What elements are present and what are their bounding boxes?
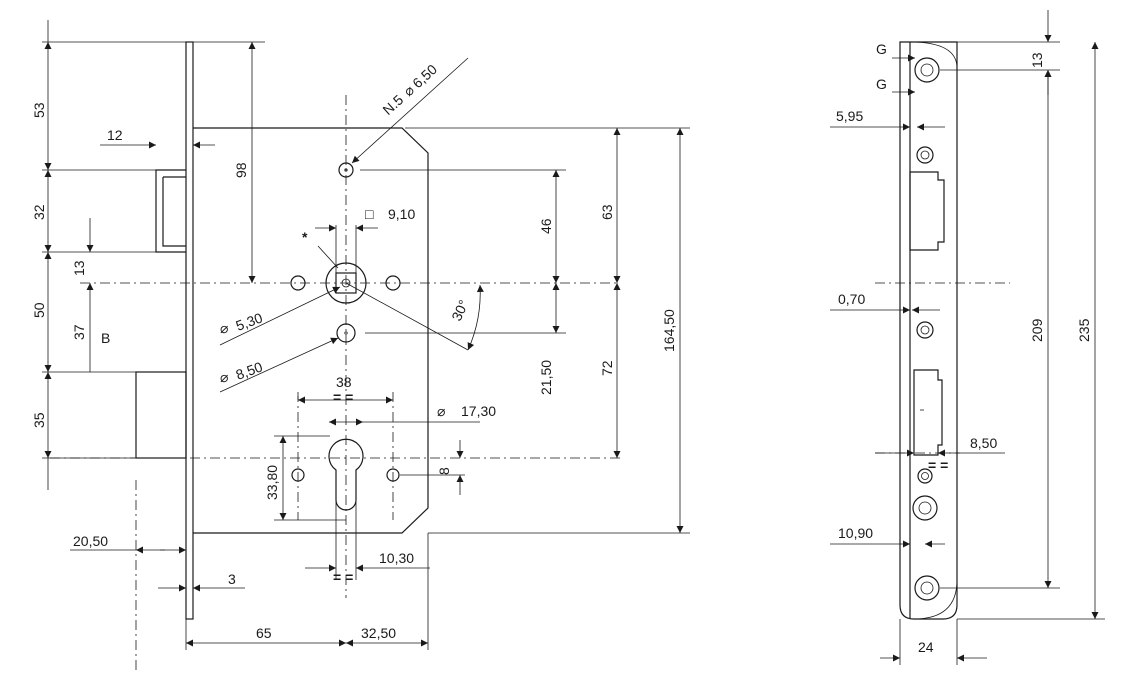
g-label-1: G (876, 41, 887, 57)
g-label-2: G (876, 76, 887, 92)
dead-bolt (135, 371, 187, 459)
dim-65: 65 (256, 625, 272, 641)
dim-33-80: 33,80 (264, 465, 280, 500)
equal-mark-bottom: = = (333, 569, 353, 585)
side-dim-5-95: 5,95 (836, 108, 863, 124)
dim-32-50: 32,50 (361, 625, 396, 641)
dim-5-30: 5,30 (234, 309, 265, 333)
latch-bolt (155, 169, 186, 253)
latch-opening-side (909, 171, 945, 251)
hole-right-follower (385, 275, 401, 291)
dia-symbol-17-30: ⌀ (437, 403, 445, 419)
dim-53: 53 (31, 102, 47, 118)
dim-17-30: 17,30 (461, 403, 496, 419)
dim-164-50: 164,50 (661, 309, 677, 352)
asterisk-mark: * (302, 229, 308, 245)
dim-9-10: 9,10 (388, 206, 415, 222)
dim-12: 12 (107, 127, 123, 143)
label-b: B (101, 330, 110, 346)
dim-37: 37 (71, 324, 87, 340)
screw-top (914, 57, 940, 83)
hole-left-cylinder (291, 468, 305, 482)
equal-mark-38: = = (333, 389, 353, 405)
screw-middle (912, 495, 938, 521)
side-dim-24: 24 (918, 639, 934, 655)
side-dim-209: 209 (1029, 318, 1045, 342)
square-symbol: □ (365, 206, 374, 222)
holes-diameter: 6,50 (409, 61, 440, 91)
dim-98: 98 (233, 162, 249, 178)
dim-46: 46 (538, 218, 554, 234)
side-equal-mark: = = (928, 457, 948, 473)
bolt-opening-side (913, 369, 943, 456)
faceplate-side (899, 41, 958, 620)
main-view: 53 12 98 32 13 50 37 B 35 20,50 3 65 32,… (31, 20, 690, 670)
dim-20-50: 20,50 (73, 533, 108, 549)
side-dim-0-70: 0,70 (838, 291, 865, 307)
follower-square (335, 272, 357, 294)
holes-note: N.5 (379, 91, 406, 118)
dim-8: 8 (436, 467, 452, 475)
hole-side-1 (916, 146, 934, 164)
dia-symbol-8-50: ⌀ (220, 369, 228, 385)
dim-38: 38 (336, 374, 352, 390)
hole-right-cylinder (386, 468, 400, 482)
hole-side-2 (916, 321, 934, 339)
follower-outer (325, 262, 367, 304)
side-dim-13: 13 (1029, 52, 1045, 68)
dim-8-50: 8,50 (234, 358, 265, 382)
side-dim-8-50: 8,50 (970, 435, 997, 451)
dim-72: 72 (599, 360, 615, 376)
dim-13-left: 13 (71, 260, 87, 276)
dim-35: 35 (31, 412, 47, 428)
side-view: G G 13 5,95 0,70 209 235 8,50 = = 10,90 (830, 10, 1105, 665)
side-dim-10-90: 10,90 (838, 525, 873, 541)
dim-10-30: 10,30 (379, 550, 414, 566)
faceplate (185, 41, 194, 620)
hole-left-follower (290, 275, 306, 291)
cylinder-profile (328, 438, 364, 511)
dim-3: 3 (228, 571, 236, 587)
lock-body (193, 127, 429, 534)
dia-symbol-5-30: ⌀ (220, 320, 228, 336)
dim-63: 63 (599, 204, 615, 220)
hole-side-3 (917, 468, 933, 484)
dim-21-50: 21,50 (538, 360, 554, 395)
dim-50: 50 (31, 302, 47, 318)
hole-top (338, 162, 354, 178)
dim-32: 32 (31, 204, 47, 220)
screw-bottom (914, 575, 940, 601)
side-dim-235: 235 (1076, 318, 1092, 342)
hole-below-follower (336, 323, 356, 343)
dim-30-deg: 30° (448, 297, 471, 323)
